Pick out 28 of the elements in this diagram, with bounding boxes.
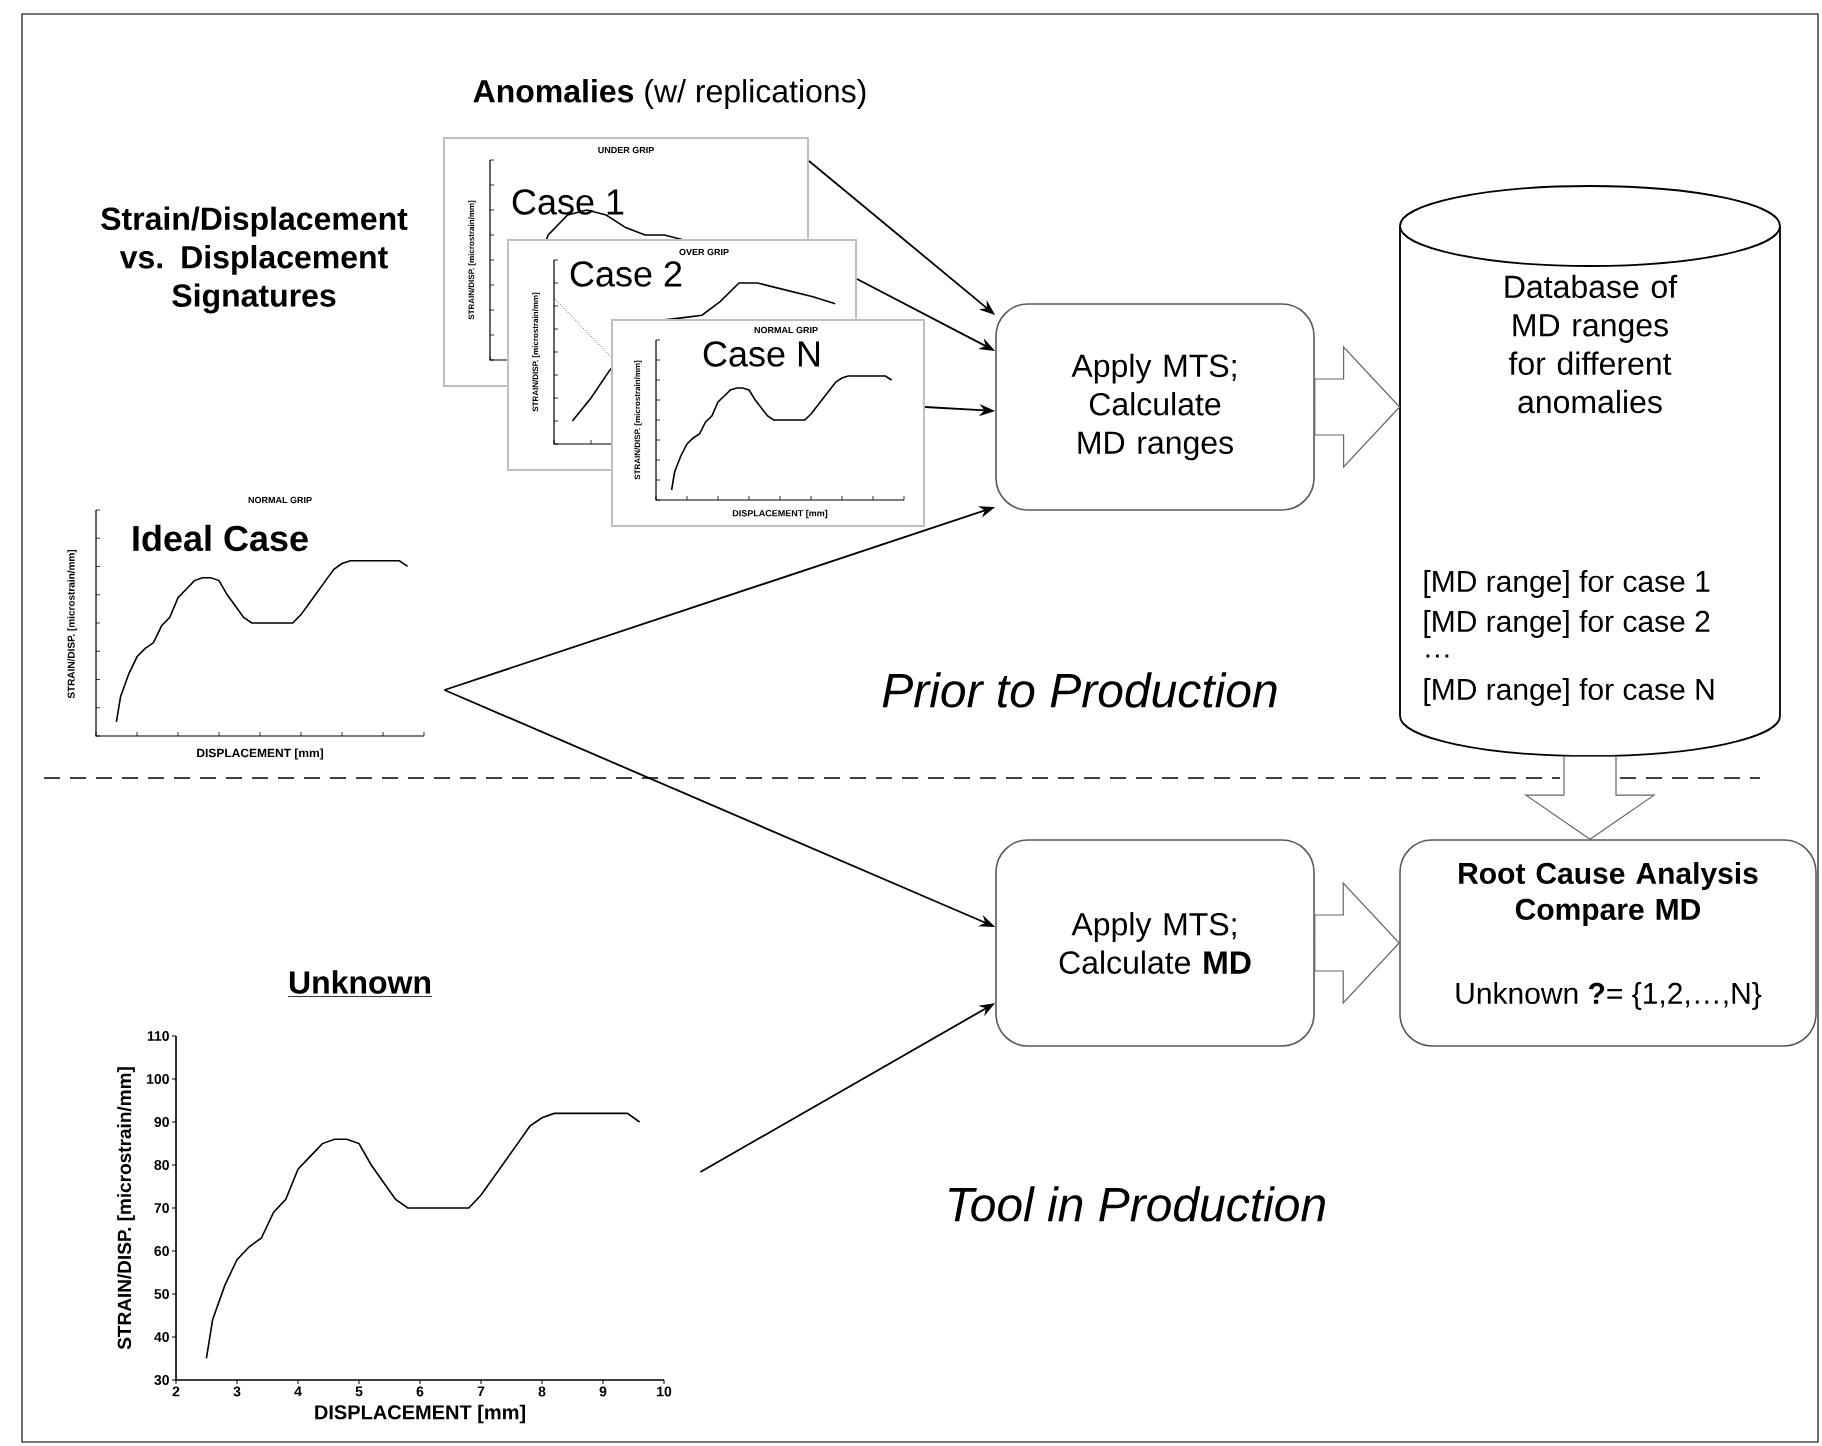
block-arrow bbox=[1524, 755, 1656, 840]
chart-panel bbox=[611, 319, 925, 527]
section-label: Tool in Production bbox=[949, 1186, 1325, 1222]
case-label: Case N bbox=[703, 341, 820, 367]
chart-heading: Unknown bbox=[287, 970, 433, 997]
box-text: Database of MD ranges for different anomalies bbox=[1505, 274, 1678, 414]
heading: Strain/Displacement vs. Displacement Signatures bbox=[101, 206, 408, 314]
process-box bbox=[995, 303, 1315, 511]
box-text: Apply MTS; Calculate MD bbox=[1059, 912, 1251, 974]
case-label: Ideal Case bbox=[133, 524, 308, 552]
box-text: Unknown ?= {1,2,…,N} bbox=[1456, 982, 1762, 1010]
database-cylinder bbox=[1399, 185, 1781, 757]
list-item: [MD range] for case 1 bbox=[1424, 570, 1710, 598]
section-label: Prior to Production bbox=[882, 672, 1277, 708]
list-item: … bbox=[1426, 654, 1449, 658]
list-item: [MD range] for case 2 bbox=[1424, 610, 1710, 638]
heading: Anomalies (w/ replications) bbox=[473, 79, 866, 109]
process-box bbox=[1399, 839, 1817, 1047]
process-box bbox=[995, 839, 1315, 1047]
list-item: [MD range] for case N bbox=[1424, 678, 1714, 706]
block-arrow bbox=[1314, 345, 1401, 469]
case-label: Case 2 bbox=[570, 261, 682, 287]
block-arrow bbox=[1314, 881, 1401, 1005]
axis-title: STRAIN/DISP. [microstrain/mm] bbox=[117, 1067, 135, 1350]
case-label: Case 1 bbox=[512, 189, 624, 215]
box-text: Root Cause Analysis Compare MD bbox=[1459, 862, 1758, 926]
axis-title: DISPLACEMENT [mm] bbox=[315, 1404, 525, 1424]
box-text: Apply MTS; Calculate MD ranges bbox=[1071, 353, 1236, 461]
